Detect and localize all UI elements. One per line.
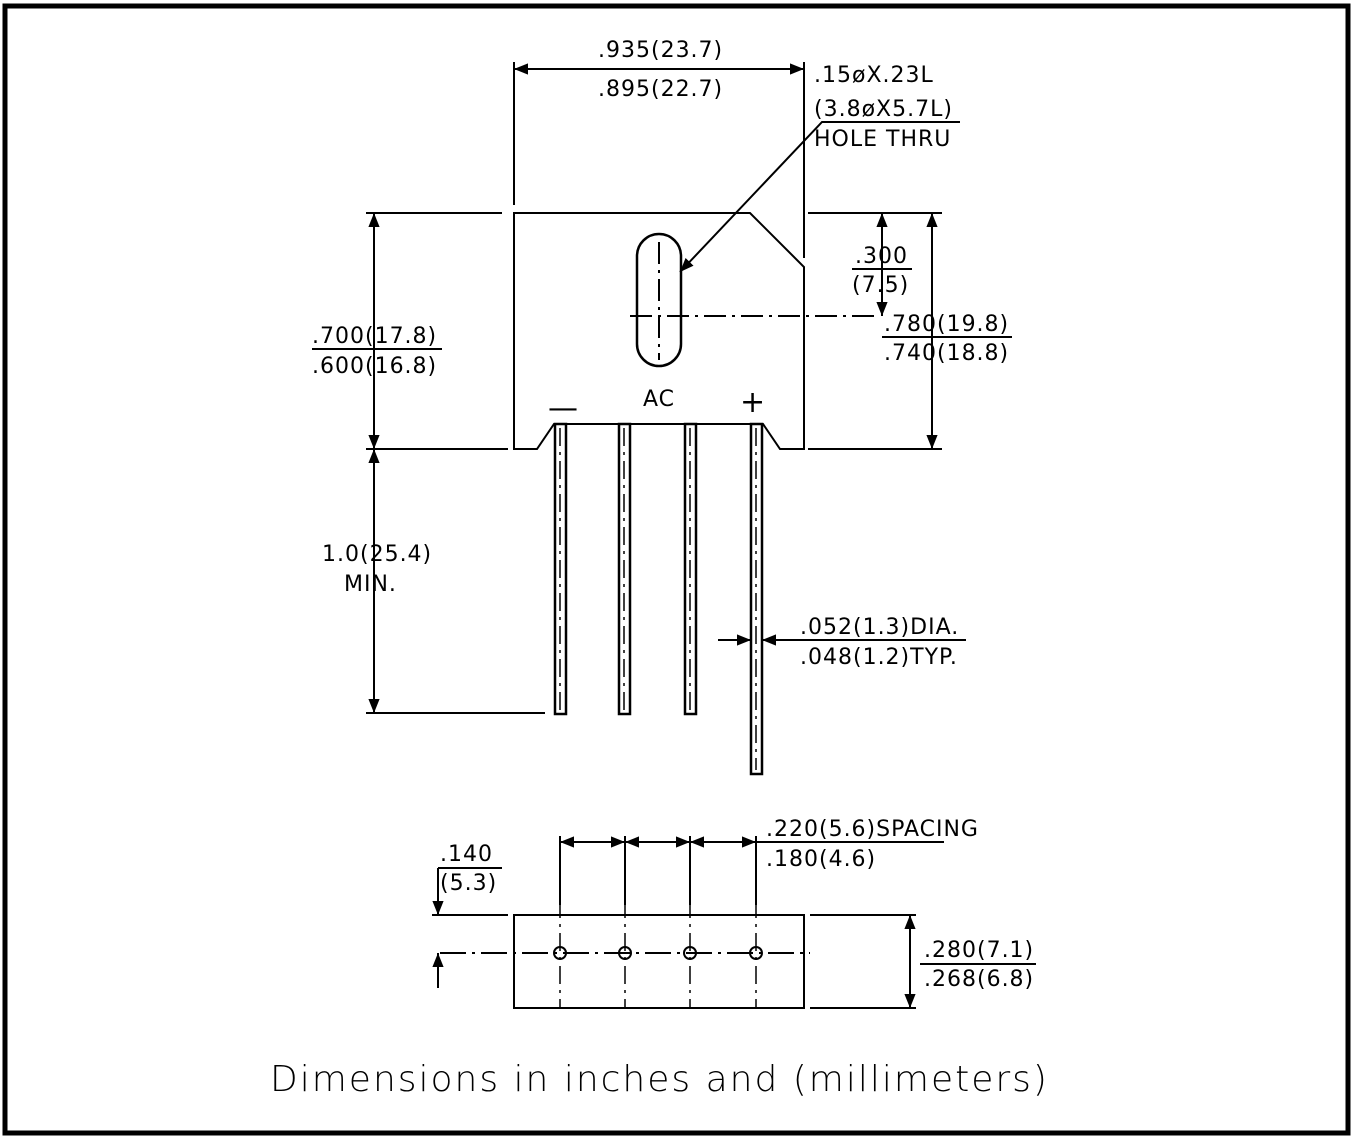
terminal-plus-label: + bbox=[740, 385, 765, 420]
lead-plus bbox=[749, 422, 764, 776]
top-width-max: .935(23.7) bbox=[598, 38, 723, 63]
lead-length-value: 1.0(25.4) bbox=[322, 542, 432, 567]
lead-length-note: MIN. bbox=[344, 572, 397, 597]
package-bottom bbox=[513, 914, 805, 1009]
front-view bbox=[312, 62, 1012, 776]
lead-minus bbox=[553, 422, 568, 716]
body-height-min: .600(16.8) bbox=[312, 354, 437, 379]
top-width-min: .895(22.7) bbox=[598, 77, 723, 102]
body-height-max: .700(17.8) bbox=[312, 324, 437, 349]
lead-offset-mm: (5.3) bbox=[440, 871, 497, 896]
lead-dia-min: .048(1.2)TYP. bbox=[800, 645, 958, 670]
lead-ac-2 bbox=[683, 422, 698, 716]
lead-dia-max: .052(1.3)DIA. bbox=[800, 615, 959, 640]
lead-hole bbox=[749, 946, 763, 960]
spacing-max: .220(5.6)SPACING bbox=[766, 817, 979, 842]
hole-offset-mm: (7.5) bbox=[852, 273, 909, 298]
lead-offset-inch: .140 bbox=[440, 842, 493, 867]
mounting-hole bbox=[635, 232, 683, 368]
bottom-view bbox=[432, 836, 1036, 1009]
thickness-min: .268(6.8) bbox=[924, 967, 1034, 992]
hole-note: HOLE THRU bbox=[814, 127, 951, 152]
overall-height-max: .780(19.8) bbox=[884, 312, 1009, 337]
spacing-min: .180(4.6) bbox=[766, 847, 876, 872]
hole-offset-inch: .300 bbox=[855, 244, 908, 269]
package-body bbox=[513, 212, 805, 450]
lead-hole bbox=[683, 946, 697, 960]
lead-hole bbox=[553, 946, 567, 960]
lead-ac-1 bbox=[617, 422, 632, 716]
terminal-minus-label: — bbox=[548, 391, 578, 426]
dimensions-caption: Dimensions in inches and (millimeters) bbox=[270, 1059, 1049, 1100]
hole-size: .15øX.23L bbox=[814, 63, 934, 88]
thickness-max: .280(7.1) bbox=[924, 938, 1034, 963]
hole-size-mm: (3.8øX5.7L) bbox=[814, 97, 953, 122]
drawing-frame bbox=[2, 3, 1351, 1136]
lead-hole bbox=[618, 946, 632, 960]
terminal-ac-label: AC bbox=[643, 387, 675, 412]
overall-height-min: .740(18.8) bbox=[884, 341, 1009, 366]
